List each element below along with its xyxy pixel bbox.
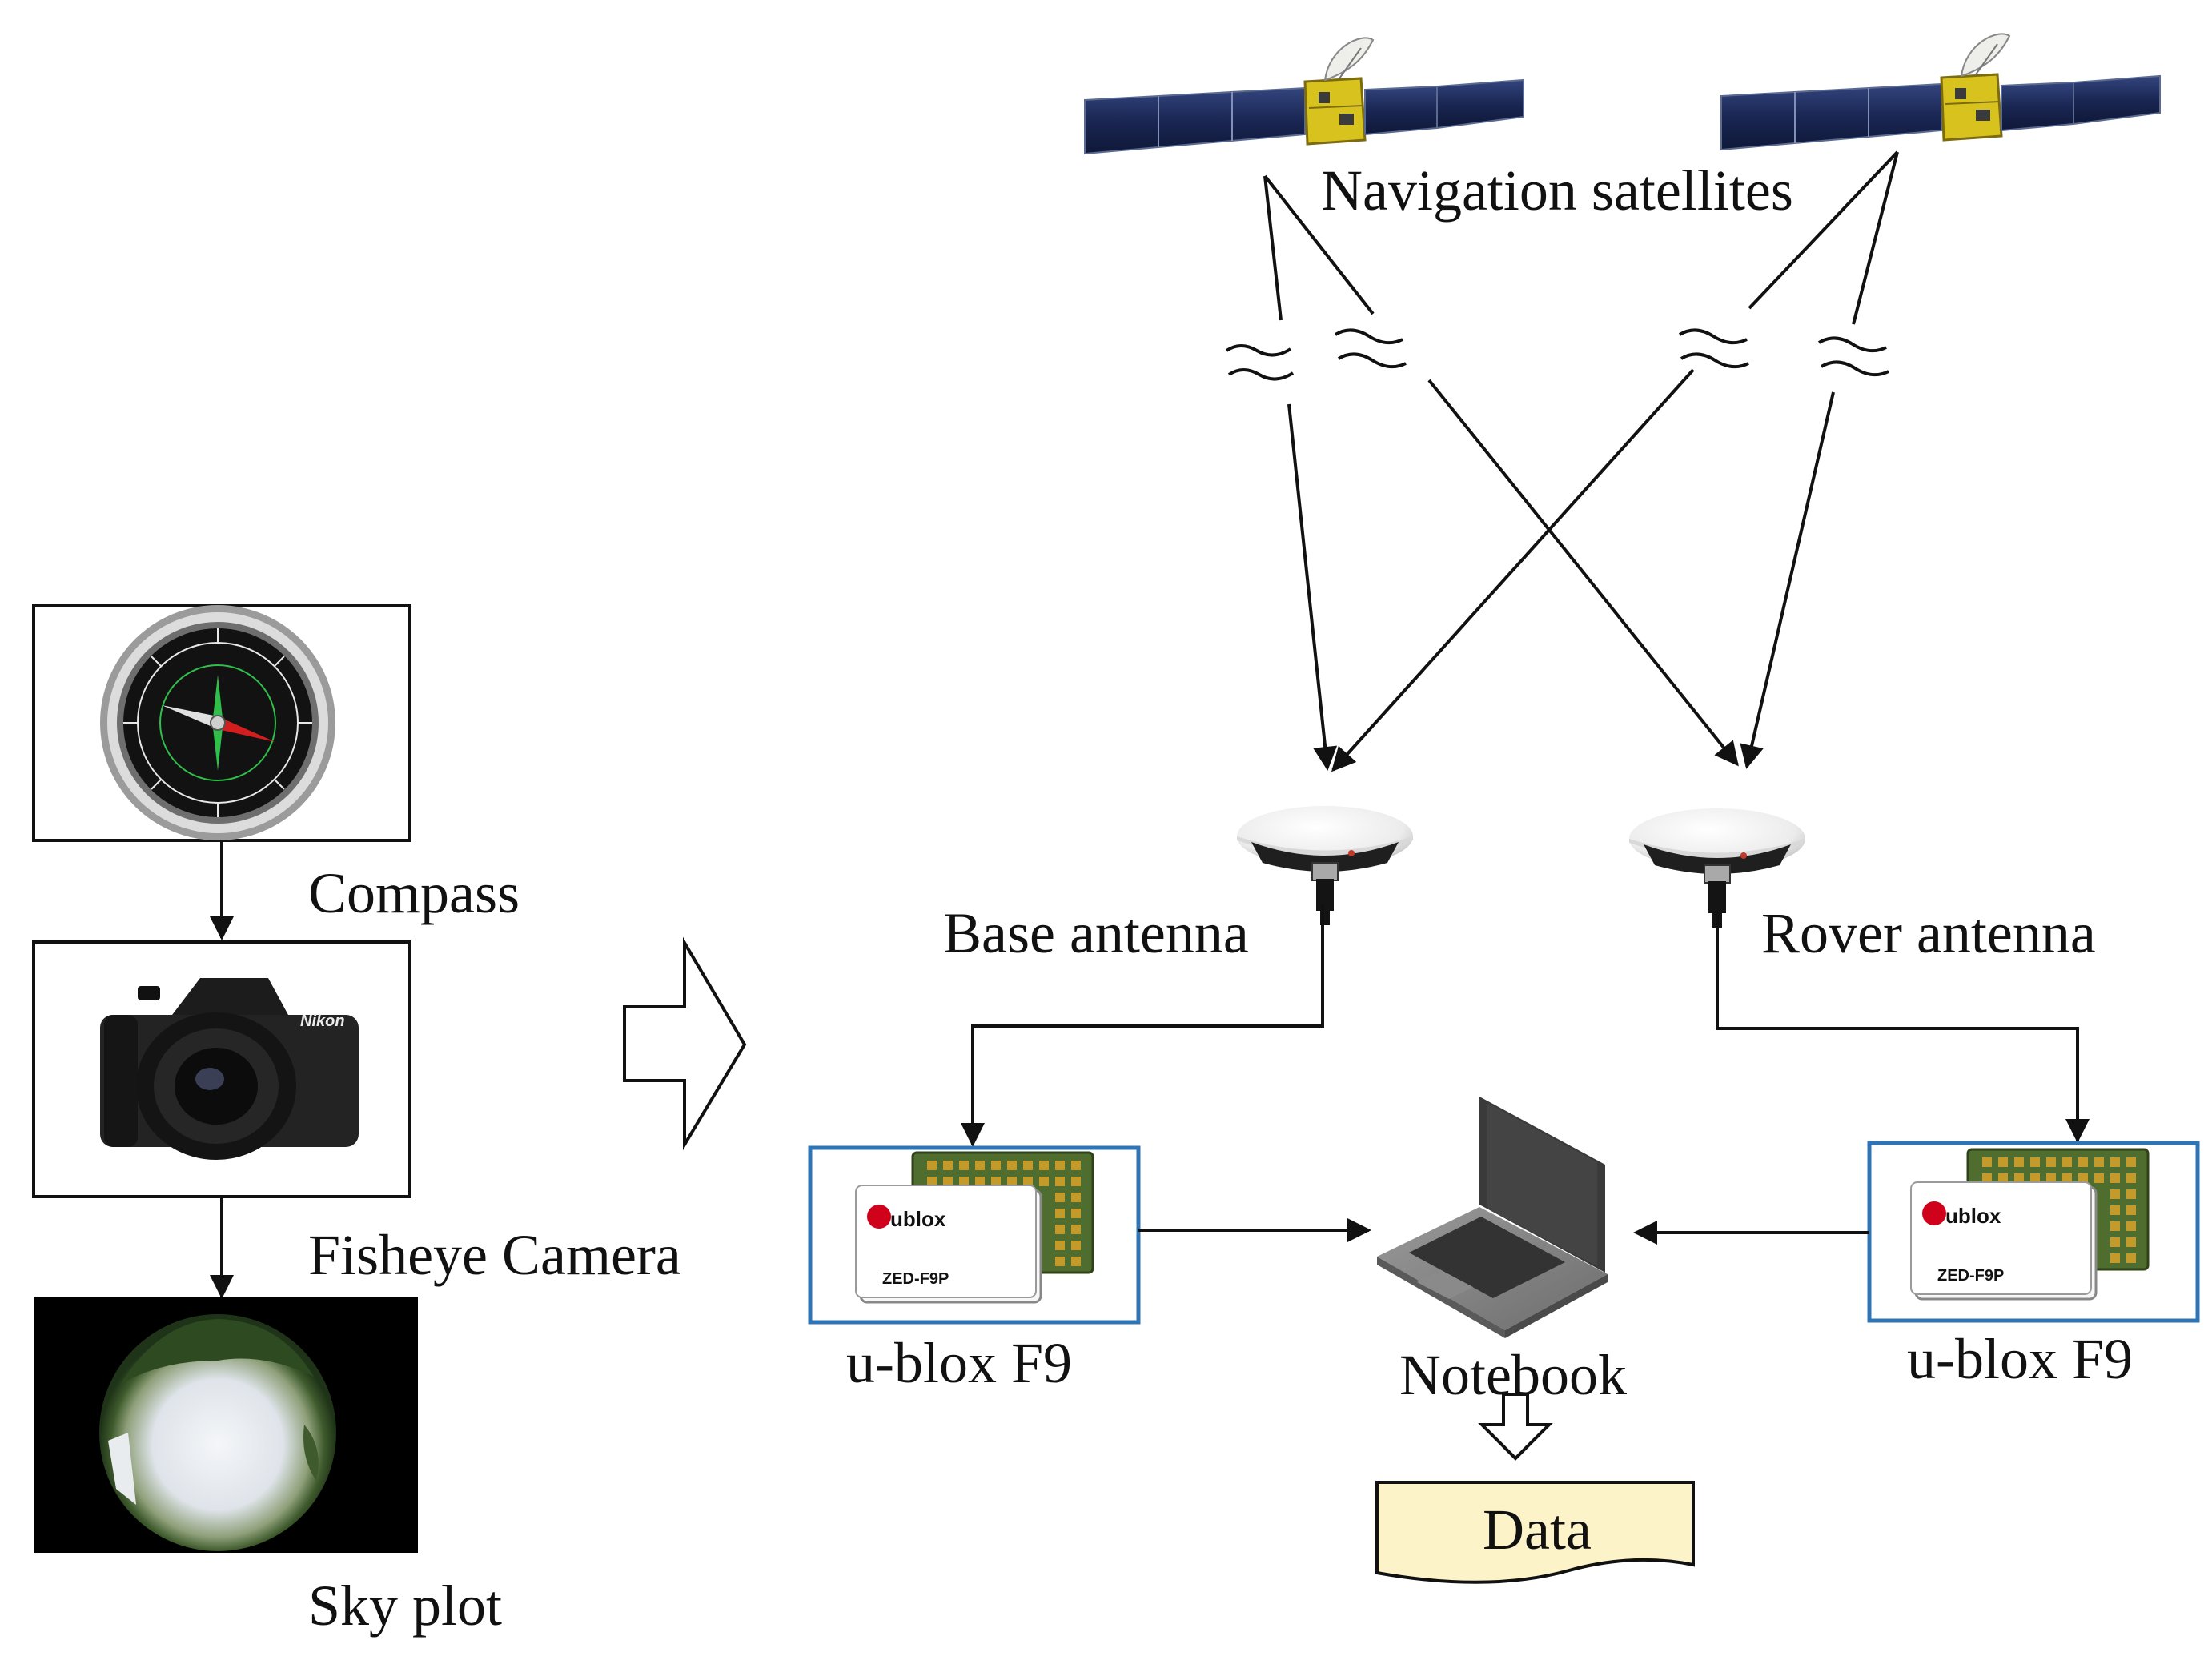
sky-plot-label: Sky plot	[308, 1574, 502, 1638]
rover-antenna-label: Rover antenna	[1761, 901, 2096, 965]
fisheye-camera-label: Fisheye Camera	[308, 1223, 681, 1287]
base-antenna-label: Base antenna	[943, 901, 1249, 965]
compass-icon	[100, 605, 335, 840]
navigation-satellites-label: Navigation satellites	[1321, 158, 1793, 223]
flow-block-arrow	[623, 936, 747, 1151]
ublox-label-left: u-blox F9	[846, 1331, 1072, 1395]
camera-brand: Nikon	[300, 1012, 345, 1030]
notebook-to-data-arrow	[1478, 1393, 1553, 1461]
module-model-left: ZED-F9P	[882, 1270, 949, 1288]
module-model-right: ZED-F9P	[1937, 1267, 2004, 1285]
satellite-icon-right	[1720, 32, 2162, 151]
module-brand-left: ublox	[890, 1207, 946, 1231]
fisheye-sky-icon	[99, 1314, 336, 1551]
rover-cable-arrow	[1716, 912, 2090, 1143]
base-antenna-icon	[1236, 805, 1414, 926]
module-brand-right: ublox	[1945, 1204, 2001, 1228]
ublox-label-right: u-blox F9	[1907, 1327, 2133, 1391]
data-document-shape	[1375, 1481, 1695, 1584]
gnss-module-icon-right: ublox ZED-F9P	[1909, 1148, 2150, 1301]
gnss-module-icon-left: ublox ZED-F9P	[854, 1151, 1094, 1304]
compass-label: Compass	[308, 861, 520, 925]
camera-icon: Nikon	[100, 978, 359, 1160]
satellite-icon-left	[1083, 36, 1525, 155]
data-label: Data	[1483, 1498, 1592, 1562]
base-cable-arrow	[961, 904, 1324, 1147]
signal-lines	[1263, 150, 1899, 772]
laptop-icon	[1377, 1097, 1608, 1338]
signal-break-marks	[1225, 328, 1889, 381]
